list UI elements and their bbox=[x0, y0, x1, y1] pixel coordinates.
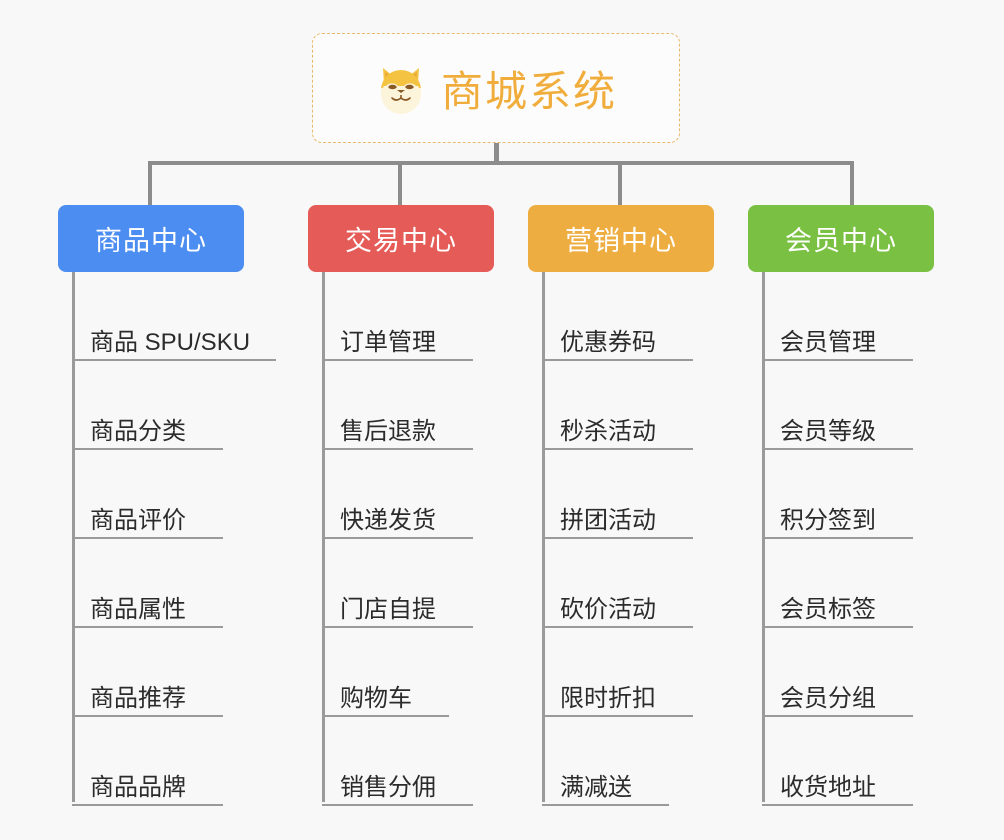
list-item[interactable]: 购物车 bbox=[308, 628, 494, 717]
leaf-label: 优惠券码 bbox=[560, 329, 656, 357]
leaf-underline bbox=[322, 715, 449, 717]
leaf-underline bbox=[762, 804, 913, 806]
leaf-underline bbox=[72, 448, 223, 450]
list-item[interactable]: 优惠券码 bbox=[528, 272, 714, 361]
leaf-list: 优惠券码 秒杀活动 拼团活动 砍价活动 限时折扣 满减送 bbox=[528, 272, 714, 806]
list-item[interactable]: 秒杀活动 bbox=[528, 361, 714, 450]
list-item[interactable]: 商品推荐 bbox=[58, 628, 244, 717]
leaf-label: 销售分佣 bbox=[340, 774, 436, 802]
category-box-trade-center[interactable]: 交易中心 bbox=[308, 205, 494, 272]
list-item[interactable]: 会员等级 bbox=[748, 361, 934, 450]
leaf-label: 商品 SPU/SKU bbox=[90, 329, 251, 357]
list-item[interactable]: 快递发货 bbox=[308, 450, 494, 539]
leaf-underline bbox=[762, 537, 913, 539]
leaf-underline bbox=[322, 626, 473, 628]
connector-drop-product-center bbox=[148, 161, 152, 207]
branch-column-product-center: 商品中心 商品 SPU/SKU 商品分类 商品评价 商品属性 商品推荐 bbox=[58, 205, 276, 806]
list-item[interactable]: 商品 SPU/SKU bbox=[58, 272, 276, 361]
leaf-underline bbox=[542, 804, 669, 806]
list-item[interactable]: 会员标签 bbox=[748, 539, 934, 628]
category-box-marketing-center[interactable]: 营销中心 bbox=[528, 205, 714, 272]
leaf-label: 拼团活动 bbox=[560, 507, 656, 535]
category-box-product-center[interactable]: 商品中心 bbox=[58, 205, 244, 272]
leaf-label: 售后退款 bbox=[340, 418, 436, 446]
list-item[interactable]: 会员管理 bbox=[748, 272, 934, 361]
leaf-underline bbox=[762, 715, 913, 717]
leaf-underline bbox=[762, 359, 913, 361]
root-title: 商城系统 bbox=[440, 67, 617, 115]
list-item[interactable]: 订单管理 bbox=[308, 272, 494, 361]
list-item[interactable]: 砍价活动 bbox=[528, 539, 714, 628]
root-node-shop-system[interactable]: 商城系统 bbox=[312, 33, 680, 143]
connector-bus-bar bbox=[148, 161, 854, 165]
shiba-dog-face-icon bbox=[375, 62, 427, 114]
list-item[interactable]: 商品属性 bbox=[58, 539, 244, 628]
leaf-underline bbox=[762, 448, 913, 450]
leaf-underline bbox=[542, 715, 693, 717]
list-item[interactable]: 门店自提 bbox=[308, 539, 494, 628]
leaf-label: 会员管理 bbox=[780, 329, 876, 357]
leaf-list: 订单管理 售后退款 快递发货 门店自提 购物车 销售分佣 bbox=[308, 272, 494, 806]
leaf-underline bbox=[542, 448, 693, 450]
leaf-underline bbox=[322, 804, 473, 806]
leaf-underline bbox=[322, 537, 473, 539]
leaf-label: 秒杀活动 bbox=[560, 418, 656, 446]
branch-column-trade-center: 交易中心 订单管理 售后退款 快递发货 门店自提 购物车 bbox=[308, 205, 494, 806]
leaf-label: 会员分组 bbox=[780, 685, 876, 713]
leaf-underline bbox=[542, 626, 693, 628]
list-item[interactable]: 积分签到 bbox=[748, 450, 934, 539]
list-item[interactable]: 销售分佣 bbox=[308, 717, 494, 806]
connector-drop-member-center bbox=[850, 161, 854, 207]
leaf-label: 满减送 bbox=[560, 774, 632, 802]
leaf-label: 限时折扣 bbox=[560, 685, 656, 713]
connector-drop-trade-center bbox=[398, 161, 402, 207]
category-label: 会员中心 bbox=[785, 226, 897, 256]
leaf-label: 商品品牌 bbox=[90, 774, 186, 802]
leaf-underline bbox=[542, 359, 693, 361]
leaf-list: 商品 SPU/SKU 商品分类 商品评价 商品属性 商品推荐 商品品牌 bbox=[58, 272, 276, 806]
leaf-label: 购物车 bbox=[340, 685, 412, 713]
leaf-underline bbox=[542, 537, 693, 539]
list-item[interactable]: 售后退款 bbox=[308, 361, 494, 450]
leaf-label: 商品推荐 bbox=[90, 685, 186, 713]
leaf-underline bbox=[762, 626, 913, 628]
category-label: 商品中心 bbox=[95, 226, 207, 256]
list-item[interactable]: 商品评价 bbox=[58, 450, 244, 539]
leaf-label: 快递发货 bbox=[340, 507, 436, 535]
category-label: 交易中心 bbox=[345, 226, 457, 256]
leaf-underline bbox=[72, 715, 223, 717]
leaf-label: 砍价活动 bbox=[560, 596, 656, 624]
leaf-underline bbox=[322, 359, 473, 361]
leaf-list: 会员管理 会员等级 积分签到 会员标签 会员分组 收货地址 bbox=[748, 272, 934, 806]
list-item[interactable]: 限时折扣 bbox=[528, 628, 714, 717]
leaf-label: 商品评价 bbox=[90, 507, 186, 535]
connector-drop-marketing-center bbox=[618, 161, 622, 207]
category-label: 营销中心 bbox=[565, 226, 677, 256]
leaf-underline bbox=[72, 537, 223, 539]
leaf-label: 会员标签 bbox=[780, 596, 876, 624]
list-item[interactable]: 商品分类 bbox=[58, 361, 244, 450]
list-item[interactable]: 会员分组 bbox=[748, 628, 934, 717]
branch-column-marketing-center: 营销中心 优惠券码 秒杀活动 拼团活动 砍价活动 限时折扣 bbox=[528, 205, 714, 806]
leaf-label: 收货地址 bbox=[780, 774, 876, 802]
leaf-underline bbox=[322, 448, 473, 450]
leaf-label: 门店自提 bbox=[340, 596, 436, 624]
leaf-underline bbox=[72, 804, 223, 806]
leaf-label: 会员等级 bbox=[780, 418, 876, 446]
branch-column-member-center: 会员中心 会员管理 会员等级 积分签到 会员标签 会员分组 bbox=[748, 205, 934, 806]
list-item[interactable]: 收货地址 bbox=[748, 717, 934, 806]
connector-root-stem bbox=[494, 143, 499, 164]
leaf-underline bbox=[72, 359, 276, 361]
leaf-label: 商品属性 bbox=[90, 596, 186, 624]
list-item[interactable]: 拼团活动 bbox=[528, 450, 714, 539]
leaf-label: 积分签到 bbox=[780, 507, 876, 535]
leaf-underline bbox=[72, 626, 223, 628]
leaf-label: 订单管理 bbox=[340, 329, 436, 357]
list-item[interactable]: 满减送 bbox=[528, 717, 714, 806]
category-box-member-center[interactable]: 会员中心 bbox=[748, 205, 934, 272]
list-item[interactable]: 商品品牌 bbox=[58, 717, 244, 806]
leaf-label: 商品分类 bbox=[90, 418, 186, 446]
